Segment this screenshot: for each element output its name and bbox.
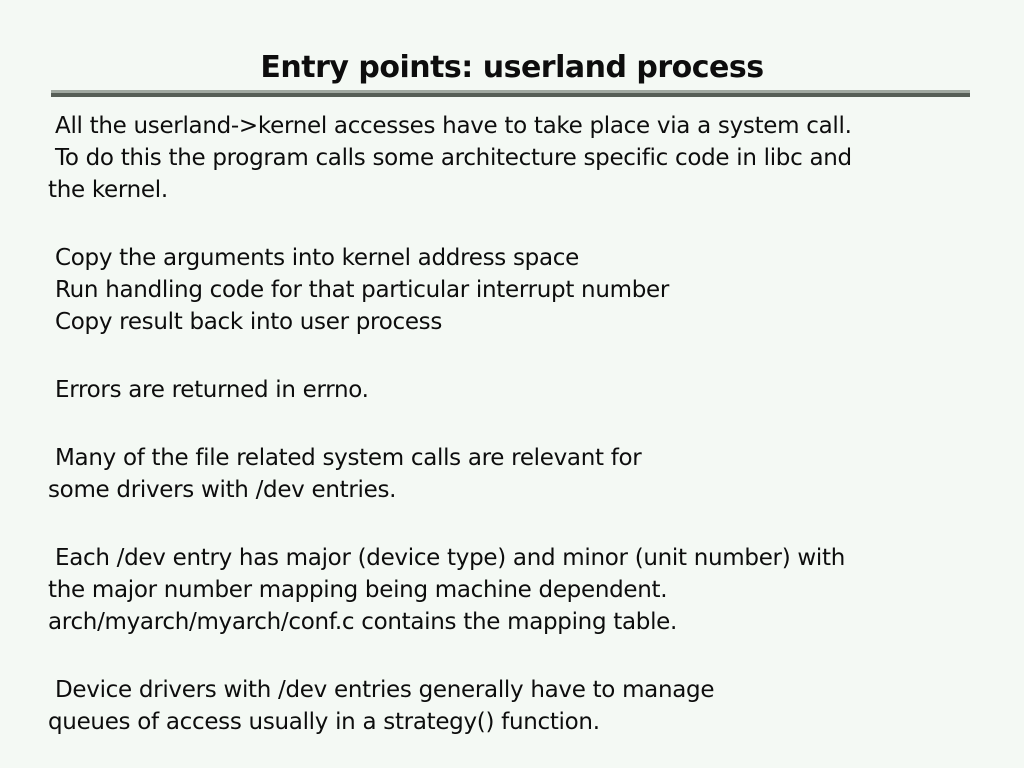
text-line: Run handling code for that particular in…: [48, 277, 670, 303]
paragraph: Copy the arguments into kernel address s…: [48, 242, 984, 338]
text-line: Each /dev entry has major (device type) …: [48, 545, 845, 571]
title-divider: [51, 90, 970, 97]
text-line: Copy result back into user process: [48, 309, 443, 335]
text-line: All the userland->kernel accesses have t…: [48, 113, 852, 139]
slide-body: All the userland->kernel accesses have t…: [48, 110, 984, 738]
slide-title: Entry points: userland process: [260, 50, 764, 85]
paragraph: Device drivers with /dev entries general…: [48, 674, 984, 738]
text-line: queues of access usually in a strategy()…: [48, 709, 600, 735]
paragraph: All the userland->kernel accesses have t…: [48, 110, 984, 206]
paragraph: Errors are returned in errno.: [48, 374, 984, 406]
paragraph: Each /dev entry has major (device type) …: [48, 542, 984, 638]
text-line: arch/myarch/myarch/conf.c contains the m…: [48, 609, 678, 635]
text-line: Device drivers with /dev entries general…: [48, 677, 715, 703]
text-line: Errors are returned in errno.: [48, 377, 369, 403]
text-line: To do this the program calls some archit…: [48, 145, 852, 171]
title-divider-top-edge: [51, 90, 970, 93]
paragraph: Many of the file related system calls ar…: [48, 442, 984, 506]
text-line: Many of the file related system calls ar…: [48, 445, 642, 471]
text-line: some drivers with /dev entries.: [48, 477, 397, 503]
text-line: Copy the arguments into kernel address s…: [48, 245, 579, 271]
text-line: the major number mapping being machine d…: [48, 577, 668, 603]
text-line: the kernel.: [48, 177, 168, 203]
title-divider-bottom-edge: [51, 93, 970, 97]
